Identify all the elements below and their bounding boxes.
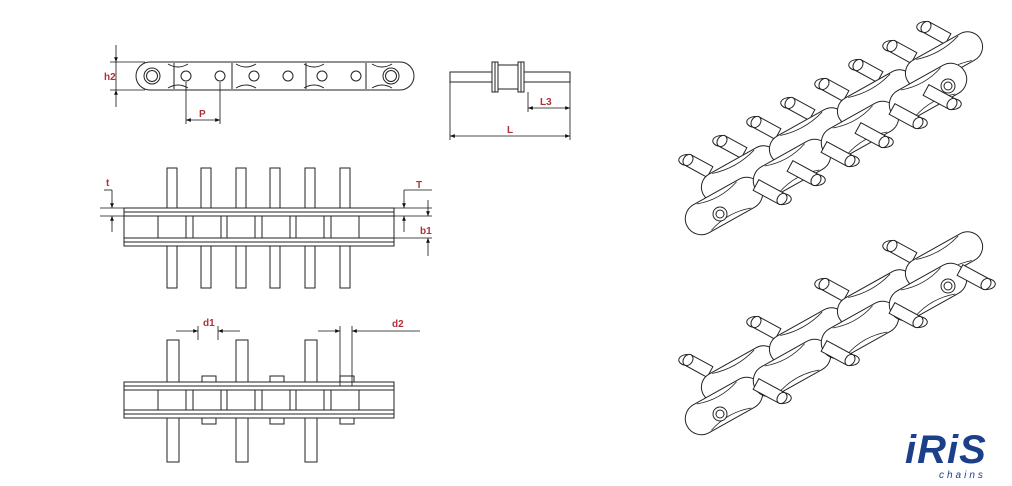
pin-end-view bbox=[449, 61, 571, 140]
chain-top-view-double bbox=[100, 167, 432, 289]
label-pitch: P bbox=[199, 109, 206, 120]
logo-wordmark: iRiS bbox=[905, 428, 987, 472]
isometric-chain-extended-pins bbox=[678, 20, 984, 236]
chain-top-view-alternating bbox=[123, 326, 420, 463]
label-l: L bbox=[507, 125, 513, 136]
label-T: T bbox=[416, 180, 422, 191]
label-d1: d1 bbox=[203, 318, 215, 329]
logo-tagline: chains bbox=[939, 470, 986, 481]
label-d2: d2 bbox=[392, 319, 404, 330]
label-l3: L3 bbox=[540, 97, 552, 108]
isometric-chain-alternating-pins bbox=[678, 231, 996, 436]
label-t: t bbox=[106, 178, 110, 189]
brand-logo: iRiS chains bbox=[905, 430, 1005, 482]
label-h2: h2 bbox=[104, 72, 116, 83]
label-b1: b1 bbox=[420, 226, 432, 237]
chain-side-view bbox=[110, 45, 415, 124]
